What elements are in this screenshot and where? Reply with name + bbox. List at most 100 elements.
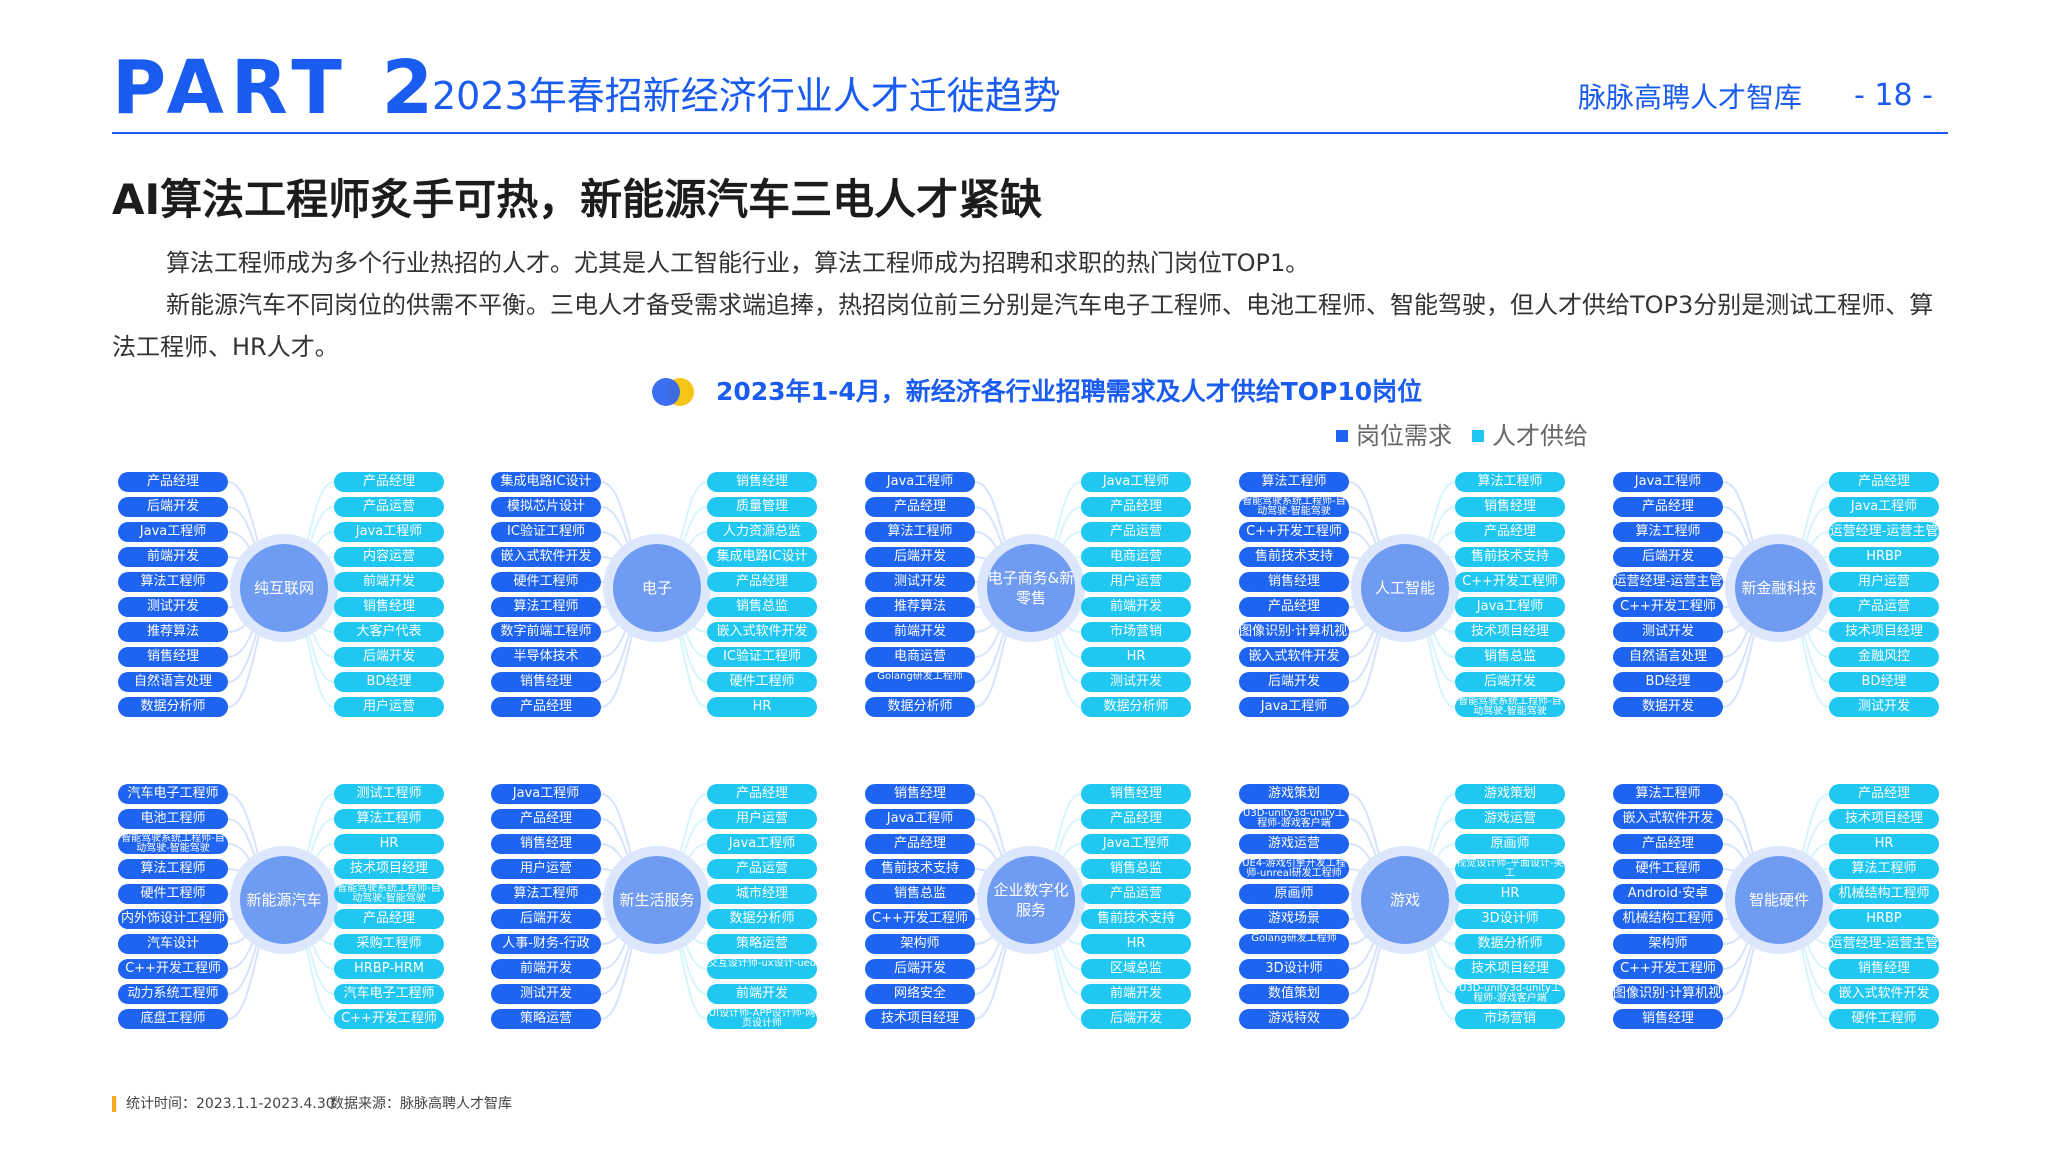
header-divider [112, 132, 1948, 134]
supply-pill: 嵌入式软件开发 [707, 622, 817, 642]
demand-pill: 产品经理 [118, 472, 228, 492]
footer-source: 数据来源：脉脉高聘人才智库 [330, 1096, 512, 1112]
demand-pill: 自然语言处理 [1613, 647, 1723, 667]
section-heading: AI算法工程师炙手可热，新能源汽车三电人才紧缺 [112, 175, 1043, 224]
supply-pill: 销售经理 [334, 597, 444, 617]
demand-pill: 硬件工程师 [118, 884, 228, 904]
supply-pill: 技术项目经理 [334, 859, 444, 879]
demand-pill: 算法工程师 [1613, 522, 1723, 542]
demand-pill: 3D设计师 [1239, 959, 1349, 979]
supply-pill: 大客户代表 [334, 622, 444, 642]
industry-hub: 纯互联网 [230, 534, 338, 642]
industry-hub: 游戏 [1351, 846, 1459, 954]
demand-pill: 原画师 [1239, 884, 1349, 904]
supply-pill: 后端开发 [1455, 672, 1565, 692]
industry-name: 智能硬件 [1735, 856, 1823, 944]
demand-pill: 硬件工程师 [1613, 859, 1723, 879]
demand-pill: 机械结构工程师 [1613, 909, 1723, 929]
demand-pill: 后端开发 [1613, 547, 1723, 567]
supply-pill: 机械结构工程师 [1829, 884, 1939, 904]
demand-pill: C++开发工程师 [1239, 522, 1349, 542]
demand-pill: 电池工程师 [118, 809, 228, 829]
header-title: 2023年春招新经济行业人才迁徙趋势 [432, 74, 1061, 118]
industry-name: 新能源汽车 [240, 856, 328, 944]
industry-name: 纯互联网 [240, 544, 328, 632]
supply-pill: HR [1829, 834, 1939, 854]
demand-pill: 算法工程师 [865, 522, 975, 542]
demand-pill: 数据开发 [1613, 697, 1723, 717]
supply-pill: 交互设计师-ux设计-ued [707, 959, 817, 979]
demand-pill: 运营经理-运营主管 [1613, 572, 1723, 592]
demand-pill: 后端开发 [1239, 672, 1349, 692]
demand-pill: 底盘工程师 [118, 1009, 228, 1029]
supply-pill: 原画师 [1455, 834, 1565, 854]
demand-pill: 架构师 [1613, 934, 1723, 954]
demand-pill: 测试开发 [865, 572, 975, 592]
demand-pill: Java工程师 [1239, 697, 1349, 717]
demand-pill: 半导体技术 [491, 647, 601, 667]
demand-pill: Android·安卓 [1613, 884, 1723, 904]
supply-pill: 技术项目经理 [1455, 622, 1565, 642]
supply-pill: 产品经理 [707, 572, 817, 592]
demand-pill: IC验证工程师 [491, 522, 601, 542]
industry-name: 企业数字化服务 [987, 856, 1075, 944]
page-header: PART 2 2023年春招新经济行业人才迁徙趋势 脉脉高聘人才智库 - 18 … [0, 0, 2048, 140]
supply-pill: 销售经理 [707, 472, 817, 492]
supply-pill: 金融风控 [1829, 647, 1939, 667]
demand-pill: 算法工程师 [1239, 472, 1349, 492]
demand-pill: 电商运营 [865, 647, 975, 667]
demand-pill: 嵌入式软件开发 [491, 547, 601, 567]
demand-pill: 前端开发 [865, 622, 975, 642]
demand-pill: 硬件工程师 [491, 572, 601, 592]
demand-pill: 智能驾驶系统工程师-自动驾驶-智能驾驶 [1239, 497, 1349, 517]
legend-label-supply: 人才供给 [1492, 422, 1588, 450]
supply-pill: 采购工程师 [334, 934, 444, 954]
supply-pill: 前端开发 [1081, 597, 1191, 617]
chart-title: 2023年1-4月，新经济各行业招聘需求及人才供给TOP10岗位 [716, 377, 1423, 406]
supply-pill: 智能驾驶系统工程师-自动驾驶-智能驾驶 [334, 884, 444, 904]
demand-pill: 产品经理 [1239, 597, 1349, 617]
supply-pill: 区域总监 [1081, 959, 1191, 979]
supply-pill: 前端开发 [707, 984, 817, 1004]
demand-pill: 推荐算法 [118, 622, 228, 642]
demand-pill: 销售经理 [118, 647, 228, 667]
demand-pill: 智能驾驶系统工程师-自动驾驶-智能驾驶 [118, 834, 228, 854]
demand-pill: 数字前端工程师 [491, 622, 601, 642]
supply-pill: 用户运营 [707, 809, 817, 829]
supply-pill: 产品运营 [1081, 522, 1191, 542]
supply-pill: 市场营销 [1455, 1009, 1565, 1029]
footer-accent-bar [112, 1096, 116, 1112]
industry-name: 新生活服务 [613, 856, 701, 944]
supply-pill: U3D-unity3d-unity工程师-游戏客户端 [1455, 984, 1565, 1004]
demand-pill: 算法工程师 [118, 572, 228, 592]
supply-pill: 后端开发 [334, 647, 444, 667]
demand-pill: 动力系统工程师 [118, 984, 228, 1004]
demand-pill: Java工程师 [865, 472, 975, 492]
demand-pill: 后端开发 [865, 547, 975, 567]
supply-pill: HRBP [1829, 547, 1939, 567]
demand-pill: 游戏场景 [1239, 909, 1349, 929]
supply-pill: Java工程师 [1829, 497, 1939, 517]
demand-pill: 前端开发 [491, 959, 601, 979]
demand-pill: 销售经理 [1239, 572, 1349, 592]
industry-name: 游戏 [1361, 856, 1449, 944]
industry-hub: 新金融科技 [1725, 534, 1833, 642]
supply-pill: 产品经理 [707, 784, 817, 804]
supply-pill: C++开发工程师 [334, 1009, 444, 1029]
demand-pill: 产品经理 [865, 834, 975, 854]
supply-pill: 产品经理 [1829, 784, 1939, 804]
supply-pill: 销售经理 [1081, 784, 1191, 804]
supply-pill: 产品经理 [1455, 522, 1565, 542]
supply-pill: 数据分析师 [1455, 934, 1565, 954]
industry-hub: 新生活服务 [603, 846, 711, 954]
supply-pill: 游戏策划 [1455, 784, 1565, 804]
demand-pill: Golang研发工程师 [865, 672, 975, 692]
supply-pill: 算法工程师 [1455, 472, 1565, 492]
supply-pill: 销售总监 [1455, 647, 1565, 667]
supply-pill: 算法工程师 [334, 809, 444, 829]
supply-pill: Java工程师 [1081, 834, 1191, 854]
